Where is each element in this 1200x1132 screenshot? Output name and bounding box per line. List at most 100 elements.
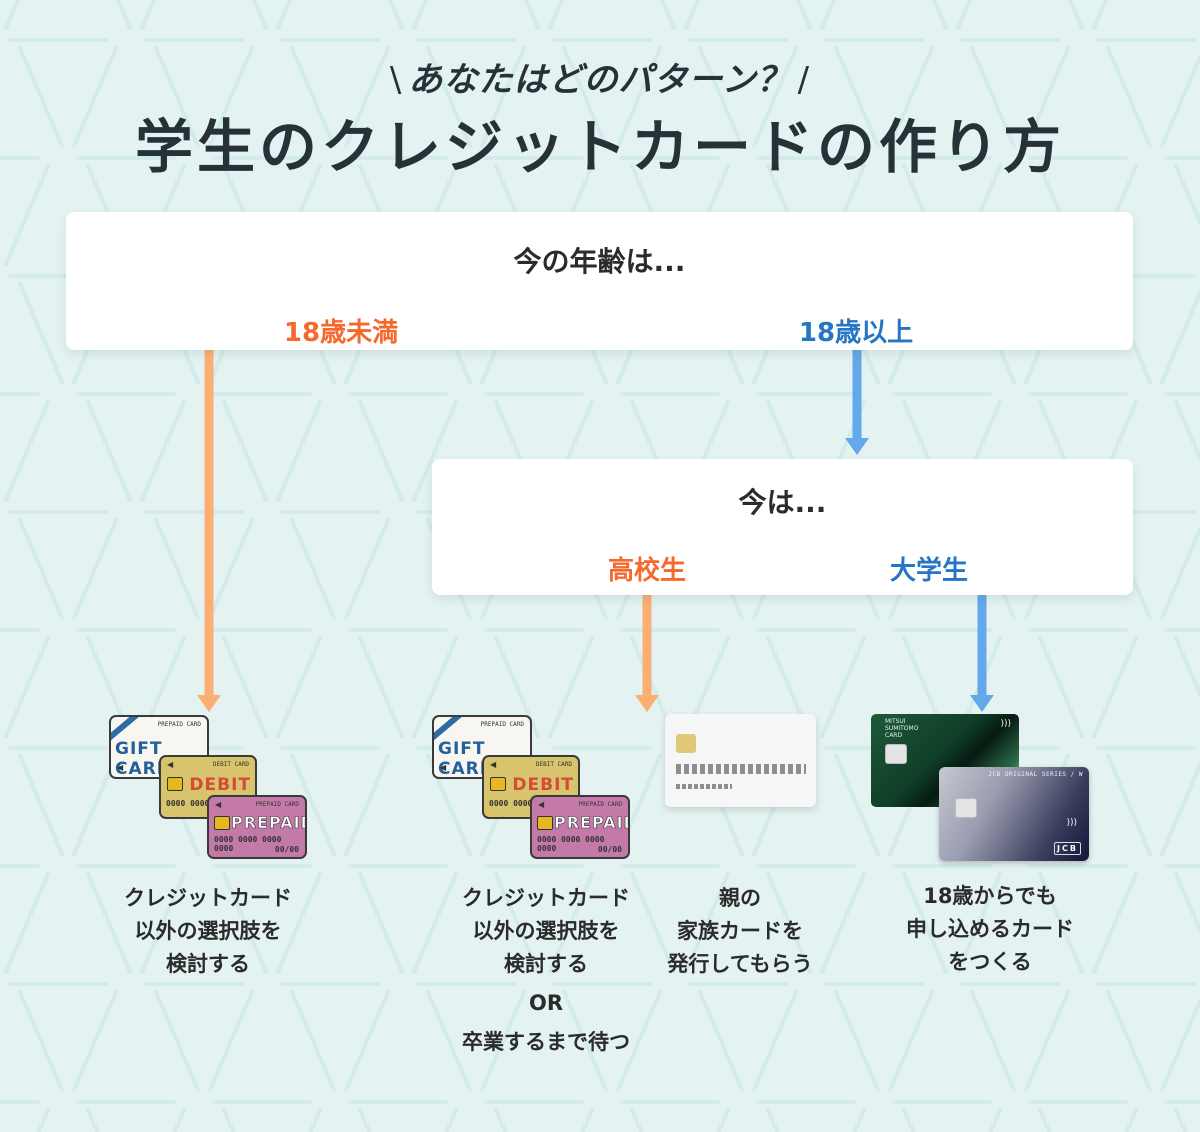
pattern-line [251,0,268,30]
pattern-line [4,872,50,974]
pattern-line [834,754,880,856]
pattern-line [616,46,662,148]
arrow-over18 [844,350,870,455]
option-under18[interactable]: 18歳未満 [283,318,399,348]
card-mark-icon: ◀ [167,760,174,769]
option-highschool[interactable]: 高校生 [607,556,686,586]
slash-right: / [797,60,811,100]
arrow-university [969,595,995,712]
question-age: 今の年齢は... [513,245,686,278]
pattern-line [1174,164,1200,228]
pattern-line [412,400,458,502]
card-number: 0000 0000 0000 0000 [537,835,605,853]
pattern-line [548,0,565,30]
arrow-head [635,695,659,712]
pattern-line [1160,524,1200,620]
pattern-line [18,282,64,384]
option-university[interactable]: 大学生 [889,556,968,586]
brand-line: MITSUI [885,718,906,725]
arrow-shaft [977,595,987,696]
card-title: GIFT CARD [115,739,172,779]
result-line: 検討する [166,952,250,976]
pattern-line [358,1108,372,1132]
pattern-line [834,46,880,148]
pattern-line [18,754,64,856]
pattern-line [1174,872,1200,936]
card-number: 0000 0000 0000 0000 [214,835,282,853]
slash-left: \ [389,60,403,100]
pattern-line [4,636,50,738]
arrow-head [197,695,221,712]
pattern-line [698,46,744,148]
pattern-line [86,1108,100,1132]
card-number-bars [676,764,806,774]
card-header: PREPAID CARD [157,721,201,728]
prepaid-card: ◀ PREPAID CARD PREPAID 0000 0000 0000 00… [207,795,307,859]
pattern-line [290,990,336,1092]
arrow-under18 [196,350,222,712]
pattern-line [426,46,472,148]
option-over18[interactable]: 18歳以上 [798,318,914,348]
pattern-line [820,636,866,738]
pattern-line [494,872,540,974]
alt-cards-illustration: PREPAID CARD GIFT CARD ◀ ◀ DEBIT CARD DE… [109,711,309,861]
pattern-line [956,0,973,30]
pattern-line [684,872,730,974]
pattern-line [616,990,662,1092]
pattern-line [18,518,64,620]
pattern-line [344,46,390,148]
pattern-line [276,0,293,30]
brand-line: SUMITOMO [885,725,919,732]
pattern-line [523,0,540,30]
pattern-line [766,872,812,974]
subtitle: \あなたはどのパターン？/ [0,52,1200,101]
pattern-line [290,754,336,856]
result-line: クレジットカード [462,886,630,910]
pattern-line [548,636,594,738]
arrow-shaft [852,350,862,440]
pattern-line [1092,636,1138,738]
card-title: GIFT CARD [438,739,495,779]
pattern-line [902,872,948,974]
result-line: クレジットカード [124,886,292,910]
card-mark-icon: ◀ [117,763,124,772]
card-header: PREPAID CARD [578,801,622,808]
pattern-line [290,518,336,620]
card-number: 0000 0000 [166,799,210,808]
pattern-line [387,0,404,30]
result-line: 卒業するまで待つ [462,1030,630,1054]
pattern-line [72,518,118,620]
alt-cards-illustration: PREPAID CARD GIFT CARD ◀ ◀ DEBIT CARD DE… [432,711,632,861]
pattern-line [86,400,132,502]
card-title: PREPAID [554,813,630,833]
pattern-line [358,400,404,502]
pattern-line [208,46,254,148]
pattern-line [1160,996,1200,1092]
pattern-line [172,1108,186,1132]
arrow-head [845,438,869,455]
card-title: PREPAID [231,813,307,833]
pattern-line [208,990,254,1092]
contactless-icon: ))) [1066,818,1077,828]
pattern-line [752,990,798,1092]
pattern-line [562,990,608,1092]
brand-line: CARD [885,732,903,739]
card-number: 0000 0000 [489,799,533,808]
pattern-line [1160,760,1200,856]
chip-icon [537,816,553,830]
pattern-line [1067,0,1084,30]
pattern-line [344,990,390,1092]
pattern-line [1038,1108,1052,1132]
pattern-line [630,872,676,974]
pattern-line [1038,636,1084,738]
card-title: DEBIT [189,775,251,795]
result-under18: クレジットカード 以外の選択肢を 検討する [88,882,328,981]
result-line: をつくる [948,950,1032,974]
pattern-line [548,872,594,974]
jcb-logo: JCB [1054,842,1081,855]
pattern-line [766,1108,780,1132]
card-brand: MITSUI SUMITOMO CARD [885,718,918,739]
pattern-line [18,990,64,1092]
result-line: 以外の選択肢を [134,919,282,943]
pattern-line [154,990,200,1092]
